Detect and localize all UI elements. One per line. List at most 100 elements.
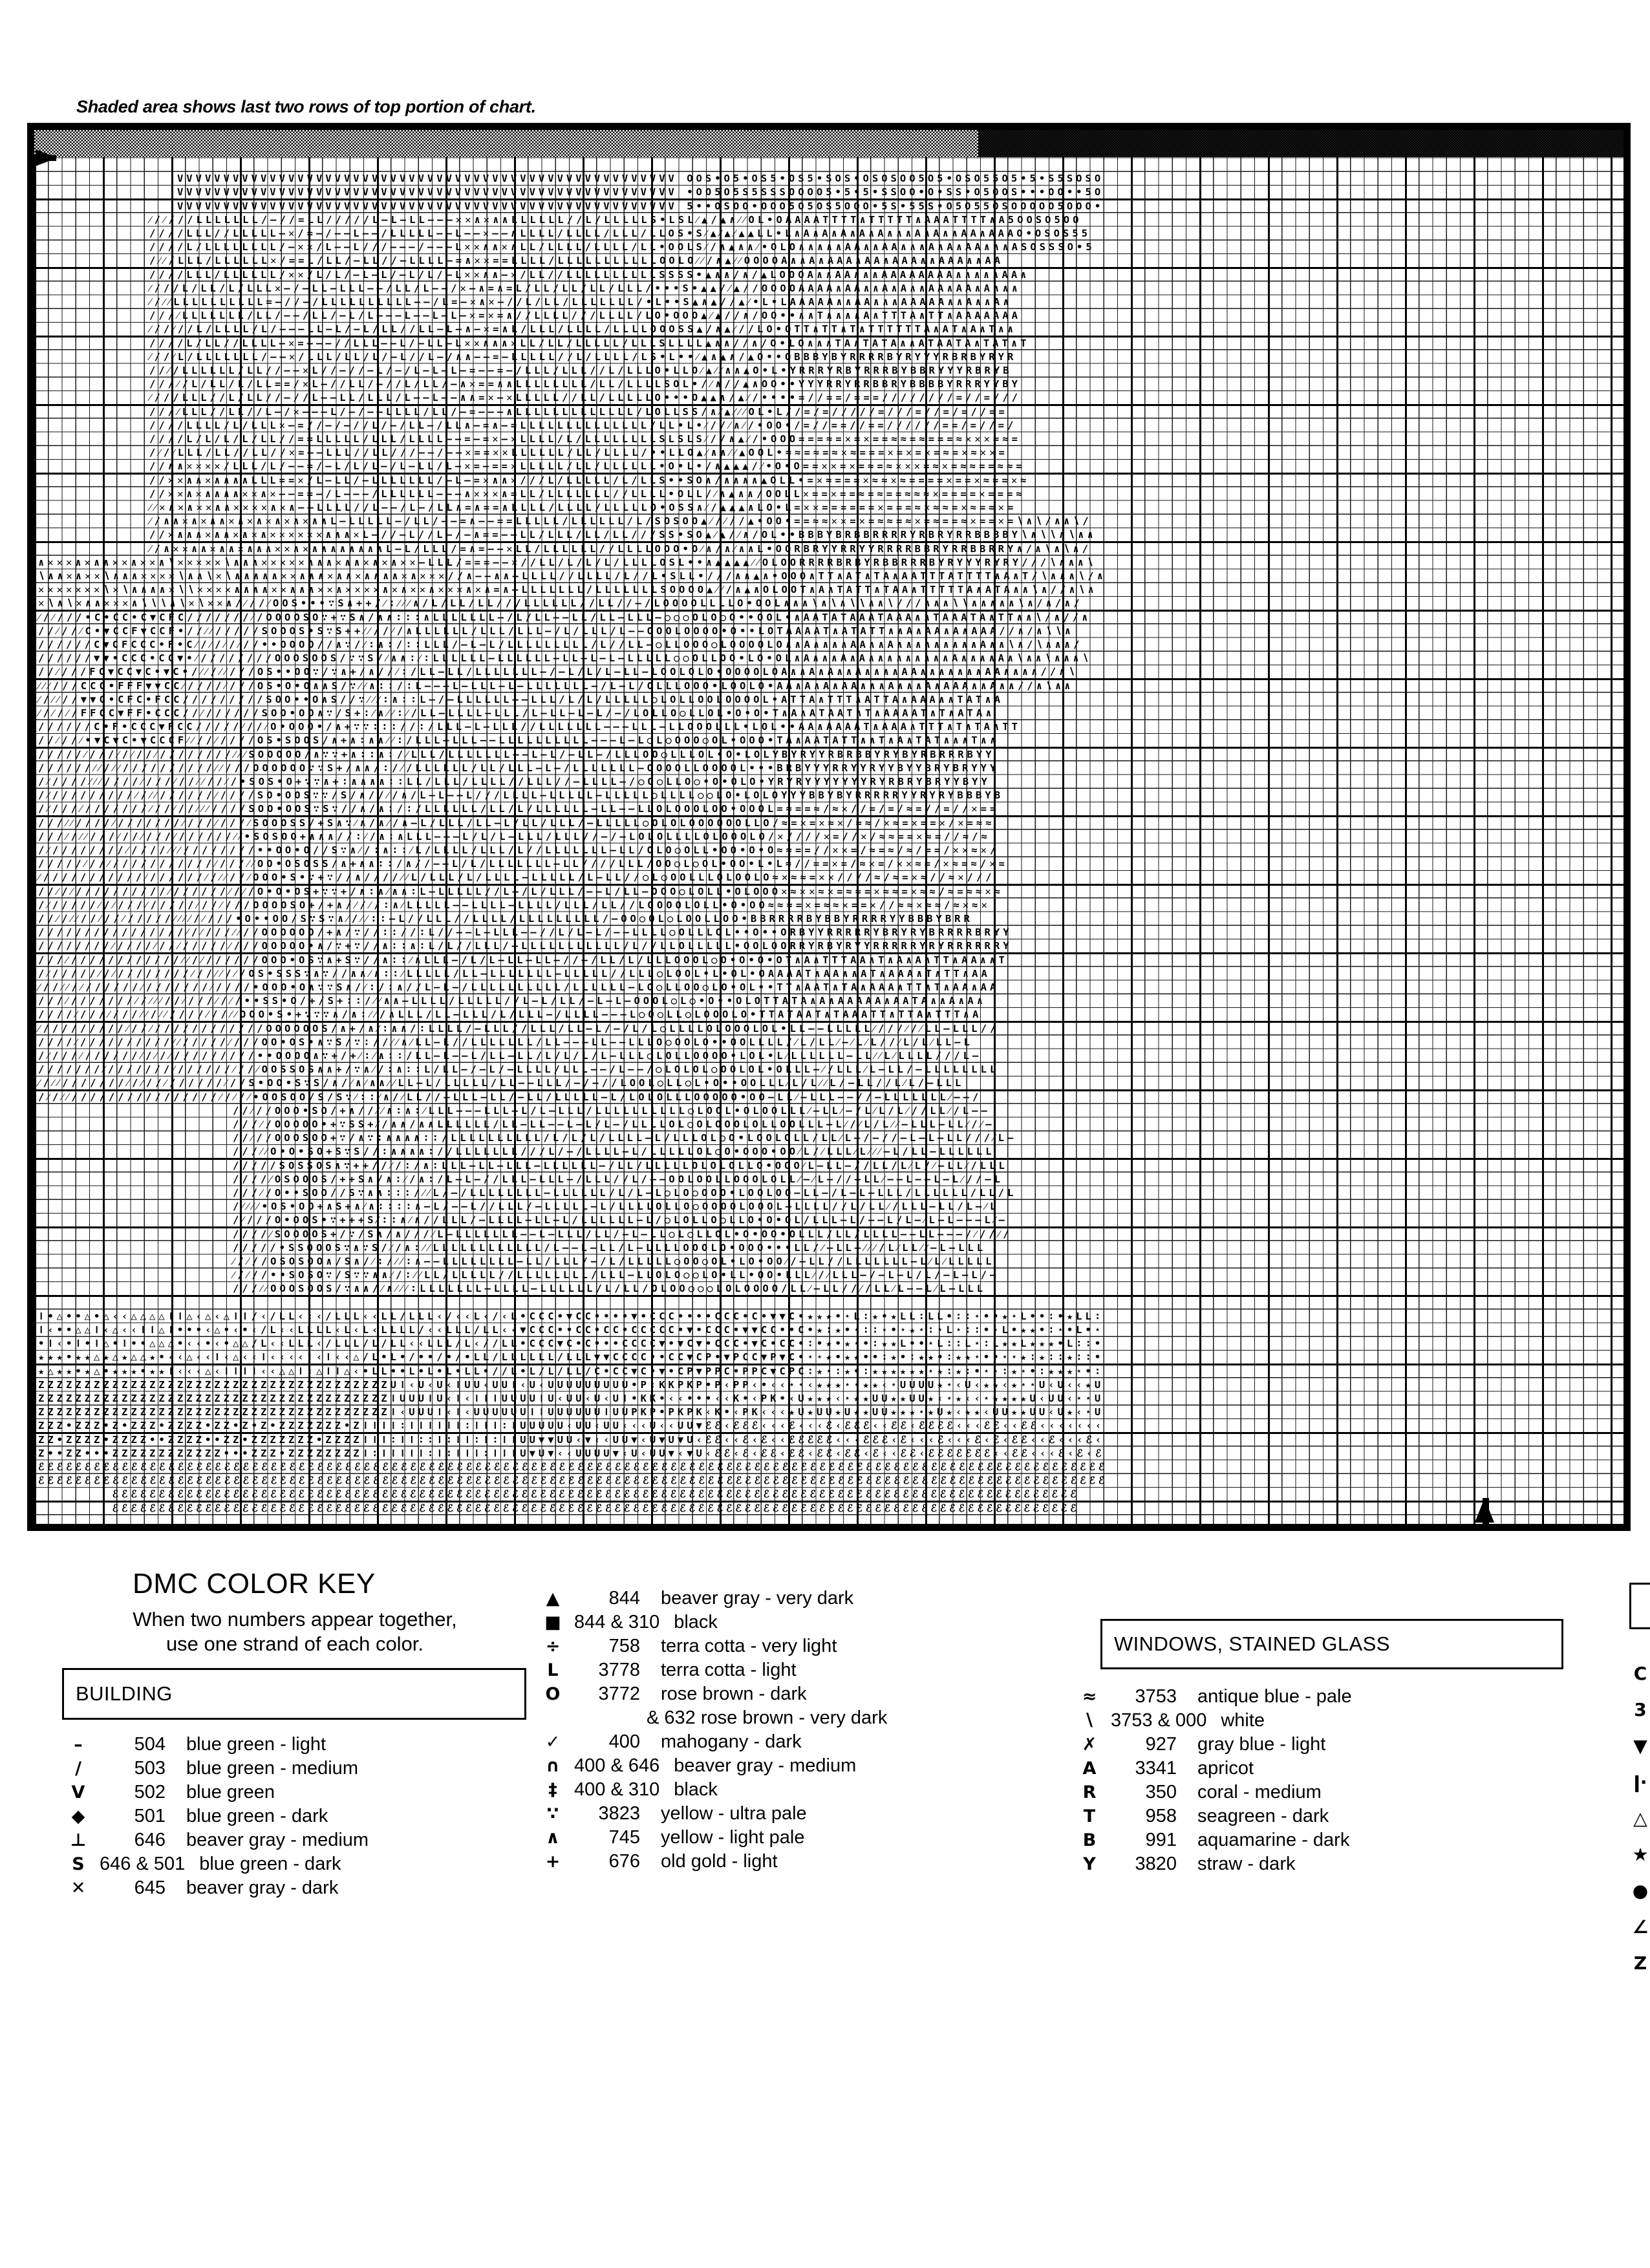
dmc-number: 503 [134, 1758, 166, 1779]
slash-symbol-icon: ∕ [75, 1759, 81, 1779]
section-heading-building: BUILDING [76, 1682, 173, 1705]
double-dagger-symbol-icon: ‡ [548, 1780, 557, 1800]
color-key-row: ∩ 400 & 646 beaver gray - medium [537, 1755, 887, 1779]
color-name: antique blue - pale [1197, 1686, 1352, 1707]
letter-s-symbol-icon: S [72, 1854, 85, 1874]
three-dots-symbol-icon: ∵ [546, 1804, 559, 1824]
color-key-row: ‡ 400 & 310 black [537, 1779, 887, 1803]
dmc-number: 400 & 646 [574, 1755, 660, 1776]
color-name: blue green - medium [186, 1758, 358, 1779]
backslash-symbol-icon: ∖ [1083, 1711, 1096, 1731]
dmc-number: 758 [608, 1636, 640, 1656]
color-name: gray blue - light [1197, 1734, 1326, 1755]
color-name: blue green - dark [199, 1854, 341, 1874]
section-heading-windows: WINDOWS, STAINED GLASS [1114, 1632, 1390, 1655]
color-name: blue green - light [186, 1734, 327, 1755]
color-name: beaver gray - dark [186, 1878, 339, 1898]
color-key-row: ✓ 400 mahogany - dark [537, 1731, 887, 1755]
dmc-number: 3753 & 000 [1111, 1710, 1207, 1731]
color-key-title: DMC COLOR KEY [133, 1568, 376, 1599]
color-name: yellow - light pale [661, 1827, 805, 1848]
cropped-symbol: ★ [1632, 1844, 1649, 1865]
color-name: terra cotta - light [661, 1660, 797, 1680]
chart-grid-area: VVVVVVVVVVVVVVVVVVVVVVVVVVVVVVVVVVVVVVVV… [34, 130, 1623, 1524]
color-name: beaver gray - medium [674, 1755, 857, 1776]
letter-l-symbol-icon: L [547, 1660, 559, 1680]
color-name: rose brown - dark [661, 1684, 807, 1704]
filled-square-symbol-icon: ■ [544, 1612, 561, 1632]
grid-major-lines [34, 130, 1623, 1524]
dmc-number: 3753 [1135, 1686, 1177, 1707]
color-name: apricot [1197, 1758, 1254, 1779]
color-name: mahogany - dark [661, 1731, 802, 1752]
dmc-number: 3341 [1135, 1758, 1177, 1779]
color-name: blue green - dark [186, 1806, 328, 1826]
color-key-row: ▲ 844 beaver gray - very dark [537, 1588, 887, 1612]
approx-equal-symbol-icon: ≈ [1082, 1687, 1097, 1707]
color-key-row: ∕ 503 blue green - medium [62, 1758, 369, 1782]
color-name: seagreen - dark [1197, 1806, 1329, 1826]
letter-b-symbol-icon: B [1082, 1830, 1097, 1850]
dmc-number: 676 [608, 1851, 640, 1872]
cropped-symbol: ǀ· [1633, 1771, 1647, 1793]
cropped-section-box [1629, 1583, 1650, 1629]
filled-triangle-symbol-icon: ▲ [546, 1589, 560, 1609]
chart-caption: Shaded area shows last two rows of top p… [76, 97, 536, 116]
color-key-row: A 3341 apricot [1073, 1758, 1352, 1782]
x-cross-symbol-icon: ✕ [70, 1878, 86, 1898]
check-symbol-icon: ✓ [545, 1732, 561, 1752]
cropped-symbol: △ [1633, 1808, 1647, 1829]
dmc-number: 927 [1145, 1734, 1177, 1755]
cropped-symbol: Z [1633, 1952, 1647, 1974]
letter-a-symbol-icon: A [1082, 1759, 1097, 1779]
dmc-number: 844 [608, 1588, 640, 1609]
color-key-row: Y 3820 straw - dark [1073, 1854, 1352, 1878]
dmc-number: 745 [608, 1827, 640, 1848]
dmc-number: 646 [134, 1830, 166, 1850]
color-name: blue green [186, 1782, 275, 1803]
dmc-number: 502 [134, 1782, 166, 1803]
color-name: beaver gray - very dark [661, 1588, 854, 1609]
dmc-number: 504 [134, 1734, 166, 1755]
dmc-number: 350 [1145, 1782, 1177, 1803]
cropped-symbol: 3 [1634, 1699, 1647, 1720]
plus-symbol-icon: + [545, 1852, 561, 1872]
color-name: black [674, 1779, 718, 1800]
dmc-number: 400 [608, 1731, 640, 1752]
color-name: yellow - ultra pale [661, 1803, 807, 1824]
color-name: aquamarine - dark [1197, 1830, 1350, 1850]
letter-t-symbol-icon: T [1083, 1806, 1096, 1826]
dmc-number: 3820 [1135, 1854, 1177, 1874]
color-name: straw - dark [1197, 1854, 1296, 1874]
letter-y-symbol-icon: Y [1083, 1854, 1096, 1874]
cropped-symbol: ● [1632, 1880, 1649, 1901]
arch-symbol-icon: ∩ [546, 1756, 560, 1776]
diamond-symbol-icon: ◆ [71, 1806, 85, 1826]
section-box-windows: WINDOWS, STAINED GLASS [1100, 1619, 1563, 1669]
color-key-subtitle-line: When two numbers appear together, [133, 1608, 457, 1631]
cropped-symbol: ∠ [1632, 1916, 1649, 1938]
color-name: black [674, 1612, 718, 1632]
color-key-row: ≈3753 antique blue - pale [1073, 1686, 1352, 1710]
color-name: & 632 rose brown - very dark [647, 1707, 888, 1728]
dmc-number: 400 & 310 [574, 1779, 660, 1800]
dmc-number: 501 [134, 1806, 166, 1826]
color-name: terra cotta - very light [661, 1636, 837, 1656]
up-tack-symbol-icon: ⊥ [70, 1830, 87, 1850]
